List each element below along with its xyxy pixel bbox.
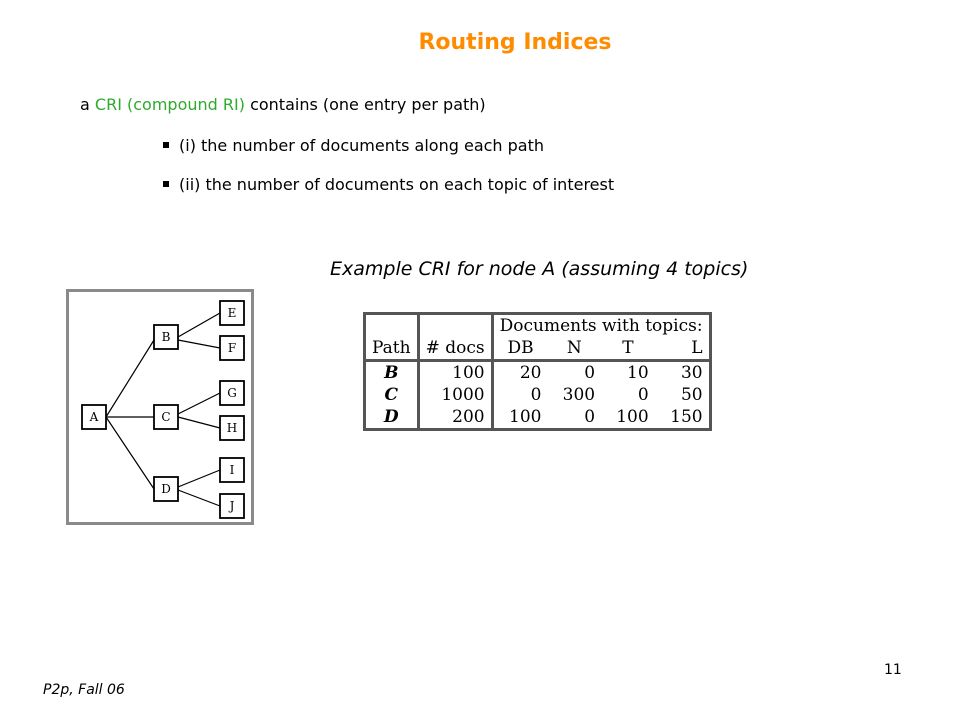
table-cell: 150	[670, 407, 703, 427]
table-cell: 200	[418, 406, 494, 430]
bullet-text: (ii) the number of documents on each top…	[179, 175, 615, 194]
table-header-row: Path # docs DB N T L	[364, 337, 711, 362]
node-b-label: B	[161, 330, 171, 344]
node-i-box	[219, 457, 245, 483]
table-cell: 100	[418, 360, 494, 384]
edge-d-i	[177, 469, 221, 488]
table-cell	[364, 313, 420, 337]
intro-text: a CRI (compound RI) contains (one entry …	[80, 95, 486, 114]
example-caption: Example CRI for node A (assuming 4 topic…	[330, 258, 749, 280]
node-d-box	[153, 476, 179, 502]
intro-prefix: a	[80, 95, 90, 114]
edge-b-f	[177, 339, 221, 349]
bullet-item: (ii) the number of documents on each top…	[163, 175, 614, 194]
edge-b-e	[177, 312, 221, 338]
table-cell: 100	[509, 407, 542, 427]
table-header-cell: # docs	[418, 337, 494, 362]
table-cell: 0	[530, 385, 542, 405]
table-cell: 20	[519, 363, 542, 383]
node-h-box	[219, 415, 245, 441]
node-j-label: J	[229, 499, 235, 513]
node-j-box	[219, 493, 245, 519]
edge-c-g	[177, 392, 221, 415]
table-group-header: Documents with topics:	[499, 316, 703, 336]
node-d-label: D	[161, 482, 171, 496]
edge-a-b	[105, 339, 155, 418]
table-group-header-row: Documents with topics:	[364, 313, 711, 337]
node-g-box	[219, 380, 245, 406]
table-row: C 1000 0 300 0 50	[364, 384, 711, 406]
table-cell	[418, 313, 494, 337]
table-header-cell: N	[547, 337, 602, 362]
node-b-box	[153, 324, 179, 350]
table-header-cell: L	[654, 337, 711, 362]
tree-diagram-frame	[66, 289, 254, 525]
table-row: D 200 100 0 100 150	[364, 406, 711, 430]
table-header-cell: DB	[492, 337, 548, 362]
intro-suffix: contains (one entry per path)	[250, 95, 486, 114]
bullet-item: (i) the number of documents along each p…	[163, 136, 544, 155]
edge-d-j	[177, 489, 221, 507]
table-cell: 1000	[418, 384, 494, 406]
edge-c-h	[177, 416, 221, 429]
table-cell: C	[364, 384, 420, 406]
node-a-label: A	[89, 410, 99, 424]
node-e-box	[219, 300, 245, 326]
node-i-label: I	[229, 463, 235, 477]
bullet-text: (i) the number of documents along each p…	[179, 136, 545, 155]
node-a-box	[81, 404, 107, 430]
bullet-square-icon	[163, 141, 169, 148]
table-cell: 0	[584, 407, 596, 427]
table-cell: B	[364, 360, 420, 384]
table-cell: 0	[637, 385, 649, 405]
bullet-square-icon	[163, 180, 169, 187]
cri-table: Documents with topics: Path # docs DB N …	[363, 312, 712, 431]
node-c-label: C	[161, 410, 171, 424]
intro-highlight: CRI (compound RI)	[94, 95, 245, 114]
table-cell: 50	[680, 385, 703, 405]
table-cell: 300	[562, 385, 596, 405]
page-number: 11	[884, 662, 902, 678]
table-cell: 10	[627, 363, 649, 383]
table-cell: D	[364, 406, 420, 430]
table-cell: 0	[584, 363, 596, 383]
table-row: B 100 20 0 10 30	[364, 360, 711, 384]
node-f-label: F	[227, 341, 237, 355]
node-g-label: G	[227, 386, 237, 400]
table-header-cell: Path	[364, 337, 420, 362]
table-cell: 30	[680, 363, 703, 383]
footer-text: P2p, Fall 06	[43, 682, 125, 698]
node-f-box	[219, 335, 245, 361]
table-cell: 100	[616, 407, 649, 427]
table-header-cell: T	[601, 337, 655, 362]
node-h-label: H	[226, 421, 238, 435]
slide-title: Routing Indices	[418, 30, 612, 55]
node-e-label: E	[227, 306, 237, 320]
edge-a-d	[105, 416, 155, 490]
node-c-box	[153, 404, 179, 430]
